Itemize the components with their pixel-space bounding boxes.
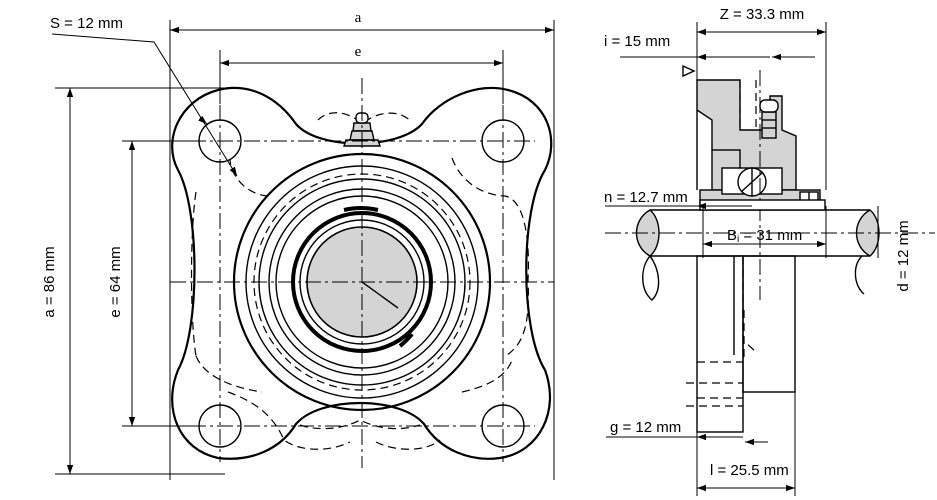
dim-bi-label: Bi = 31 mm xyxy=(727,227,802,245)
set-screw-arc-top xyxy=(343,206,379,212)
dim-z-label: Z = 33.3 mm xyxy=(720,6,805,23)
dim-d-label: d = 12 mm xyxy=(895,220,912,291)
dim-e-side-label: e = 64 mm xyxy=(107,246,124,317)
dim-a-top-label: a xyxy=(355,10,362,26)
grease-nipple-side xyxy=(759,99,779,139)
set-screw-arc-right xyxy=(398,332,414,348)
flange-outline xyxy=(171,86,553,460)
dim-l-label: l = 25.5 mm xyxy=(710,462,789,479)
dim-g-label: g = 12 mm xyxy=(610,419,681,436)
dim-s-label: S = 12 mm xyxy=(50,15,123,32)
side-view: Z = 33.3 mm i = 15 mm n = 12.7 mm Bi = 3… xyxy=(604,6,935,496)
hidden-contour xyxy=(190,112,529,450)
dim-i-label: i = 15 mm xyxy=(604,33,670,50)
front-view: a e a = 86 mm e = 64 mm S = 12 mm xyxy=(41,10,555,480)
dim-e-top-label: e xyxy=(355,44,362,60)
dim-a-side-label: a = 86 mm xyxy=(41,246,58,317)
hub-body xyxy=(742,255,796,393)
dim-n-label: n = 12.7 mm xyxy=(604,189,688,206)
